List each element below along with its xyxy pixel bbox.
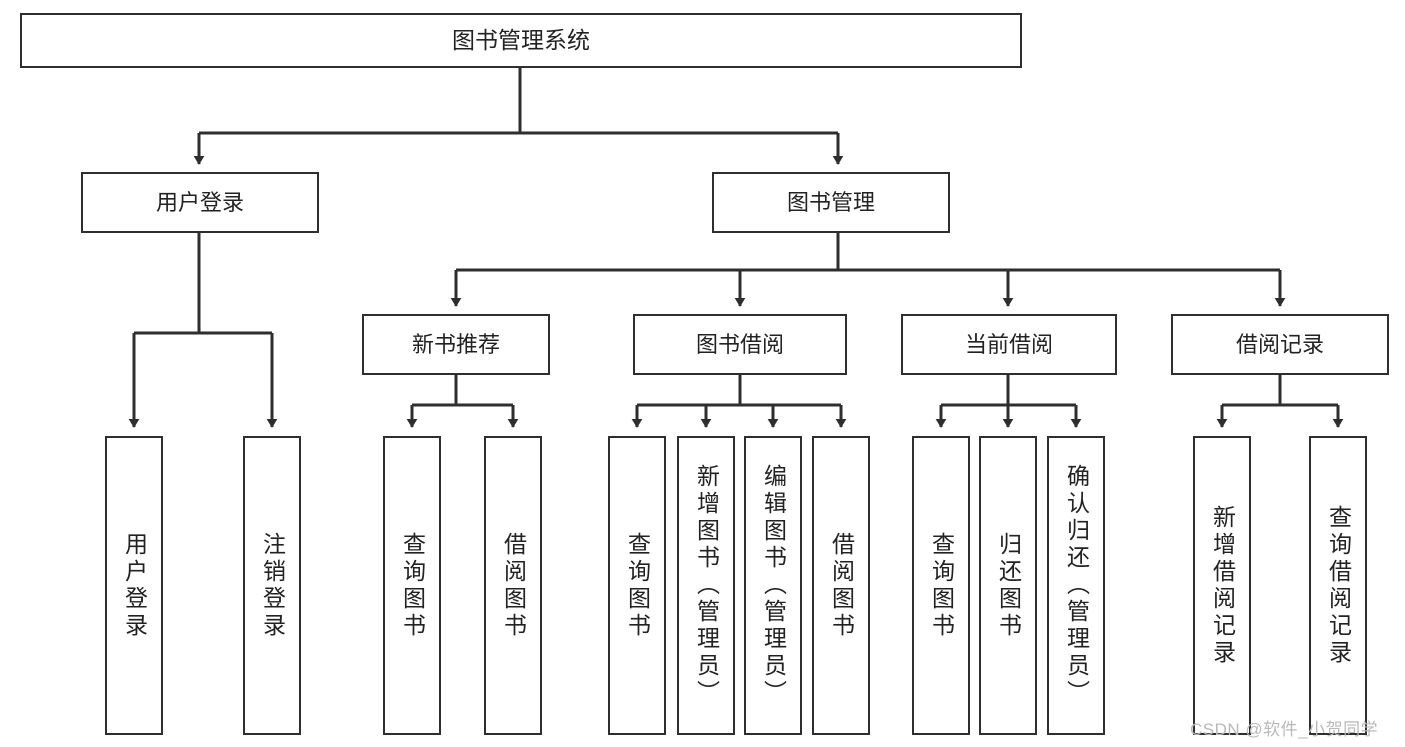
node-label: 借阅记录 <box>1235 331 1324 357</box>
node-label: 图书借阅 <box>695 331 784 357</box>
leaf-confirm-return-admin[interactable]: 确认归还（管理员） <box>1047 436 1105 735</box>
node-root-book-management-system[interactable]: 图书管理系统 <box>20 13 1022 68</box>
leaf-query-book-recommend[interactable]: 查询图书 <box>383 436 441 735</box>
leaf-query-book-borrow[interactable]: 查询图书 <box>608 436 666 735</box>
node-new-book-recommend[interactable]: 新书推荐 <box>362 314 550 375</box>
leaf-add-borrow-record[interactable]: 新增借阅记录 <box>1193 436 1251 735</box>
node-label: 新增图书（管理员） <box>693 464 720 707</box>
leaf-borrow-book-borrow[interactable]: 借阅图书 <box>812 436 870 735</box>
leaf-query-book-current[interactable]: 查询图书 <box>912 436 970 735</box>
node-book-borrow[interactable]: 图书借阅 <box>633 314 847 375</box>
node-label: 图书管理系统 <box>452 26 590 53</box>
node-label: 查询图书 <box>624 531 651 640</box>
node-label: 查询图书 <box>928 531 955 640</box>
node-label: 查询借阅记录 <box>1325 504 1352 667</box>
node-label: 确认归还（管理员） <box>1063 464 1090 707</box>
node-borrow-record[interactable]: 借阅记录 <box>1171 314 1389 375</box>
node-current-borrow[interactable]: 当前借阅 <box>901 314 1117 375</box>
leaf-logout-login[interactable]: 注销登录 <box>243 436 301 735</box>
node-label: 图书管理 <box>786 189 875 215</box>
node-label: 注销登录 <box>259 531 286 640</box>
leaf-borrow-book-recommend[interactable]: 借阅图书 <box>484 436 542 735</box>
node-label: 用户登录 <box>155 189 244 215</box>
leaf-edit-book-admin[interactable]: 编辑图书（管理员） <box>744 436 802 735</box>
leaf-query-borrow-record[interactable]: 查询借阅记录 <box>1309 436 1367 735</box>
node-label: 编辑图书（管理员） <box>760 464 787 707</box>
leaf-return-book[interactable]: 归还图书 <box>979 436 1037 735</box>
node-book-management[interactable]: 图书管理 <box>712 172 950 233</box>
node-user-login[interactable]: 用户登录 <box>81 172 319 233</box>
node-label: 借阅图书 <box>500 531 527 640</box>
node-label: 借阅图书 <box>828 531 855 640</box>
leaf-add-book-admin[interactable]: 新增图书（管理员） <box>677 436 735 735</box>
node-label: 查询图书 <box>399 531 426 640</box>
node-label: 当前借阅 <box>964 331 1053 357</box>
node-label: 新书推荐 <box>411 331 500 357</box>
node-label: 用户登录 <box>121 531 148 640</box>
node-label: 归还图书 <box>995 531 1022 640</box>
node-label: 新增借阅记录 <box>1209 504 1236 667</box>
leaf-user-login[interactable]: 用户登录 <box>105 436 163 735</box>
